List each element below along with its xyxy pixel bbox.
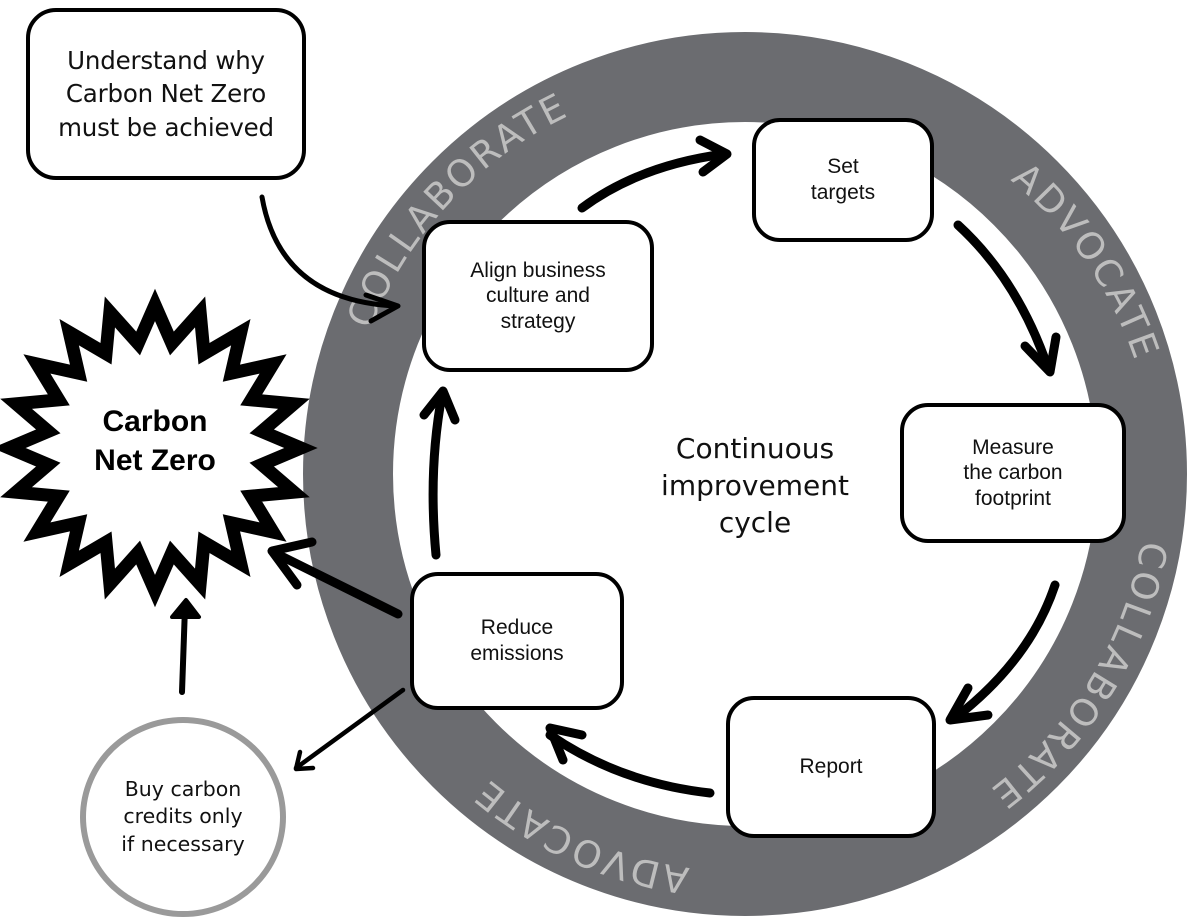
arrow-measure-to-report <box>945 580 1060 725</box>
ring-band <box>303 32 1187 916</box>
goal-label: Carbon Net Zero <box>94 405 216 477</box>
step-measure-footprint: Measure the carbon footprint <box>900 403 1126 543</box>
step-align-business: Align business culture and strategy <box>422 220 654 372</box>
step-reduce-emissions: Reduce emissions <box>410 572 624 710</box>
advocacy-ring <box>303 32 1187 916</box>
arrowhead-credits-to-goal <box>170 598 201 619</box>
step-set-targets: Set targets <box>752 118 934 242</box>
arrow-align-to-targets <box>577 135 732 213</box>
arrow-reduce-to-credits <box>293 687 406 772</box>
arrow-reduce-to-goal <box>267 537 403 619</box>
step-report: Report <box>726 696 936 838</box>
arrow-reduce-to-align <box>419 386 460 560</box>
understand-why-box: Understand why Carbon Net Zero must be a… <box>26 8 306 180</box>
starburst-icon <box>0 288 318 608</box>
arrow-credits-to-goal <box>179 604 188 695</box>
cycle-center-label: Continuous improvement cycle <box>661 432 849 540</box>
buy-carbon-credits-circle: Buy carbon credits only if necessary <box>80 717 286 917</box>
arrow-understand-to-align <box>259 194 401 324</box>
arrow-targets-to-measure <box>953 220 1061 377</box>
arrow-report-to-reduce <box>545 723 715 798</box>
